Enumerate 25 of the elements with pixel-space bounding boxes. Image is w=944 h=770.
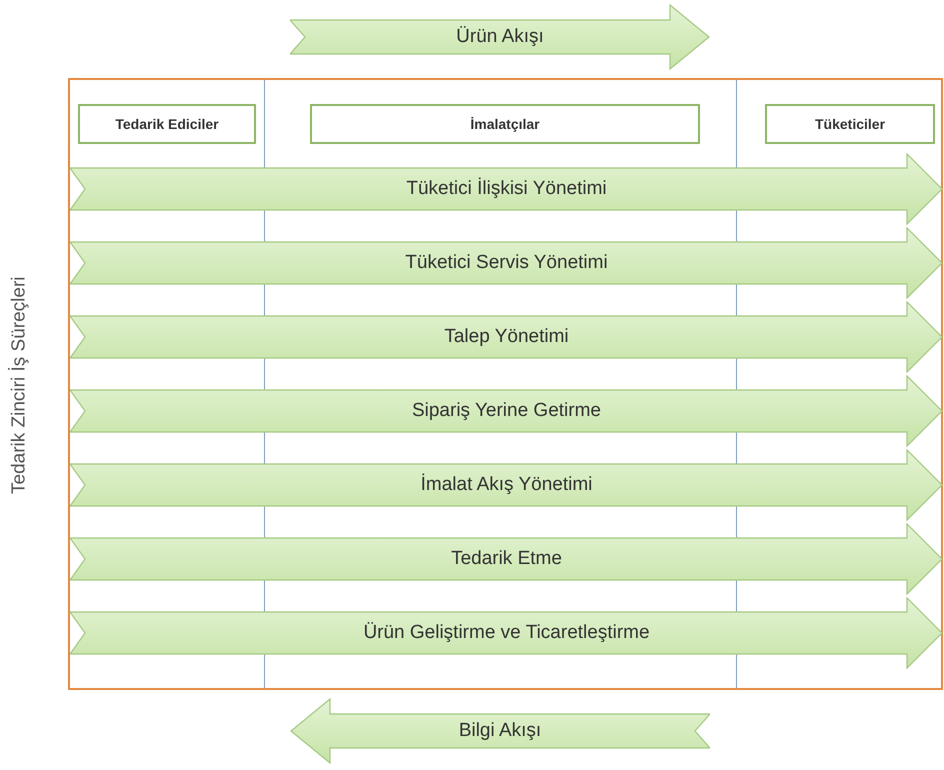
side-label: Tedarik Zinciri İş Süreçleri xyxy=(7,276,31,494)
band-label: Talep Yönetimi xyxy=(444,324,569,349)
process-band xyxy=(70,523,943,595)
band-label: İmalat Akış Yönetimi xyxy=(420,472,592,497)
column-header: İmalatçılar xyxy=(470,114,540,134)
column-header-box xyxy=(765,104,935,144)
process-band xyxy=(70,375,943,447)
process-band xyxy=(70,449,943,521)
band-label: Sipariş Yerine Getirme xyxy=(412,398,602,423)
process-band xyxy=(70,597,943,669)
process-band xyxy=(70,301,943,373)
process-band xyxy=(70,153,943,225)
column-header-box xyxy=(310,104,700,144)
band-label: Tüketici Servis Yönetimi xyxy=(405,250,608,275)
column-header: Tüketiciler xyxy=(814,114,886,134)
band-label: Ürün Geliştirme ve Ticaretleştirme xyxy=(363,620,650,645)
band-label: Tüketici İlişkisi Yönetimi xyxy=(406,176,607,201)
flow-band xyxy=(290,698,710,764)
band-label: Tedarik Etme xyxy=(451,546,562,571)
column-header-box xyxy=(78,104,256,144)
band-label: Bilgi Akışı xyxy=(458,718,542,743)
column-header: Tedarik Ediciler xyxy=(115,114,219,134)
band-label: Ürün Akışı xyxy=(456,24,544,49)
process-band xyxy=(70,227,943,299)
flow-band xyxy=(290,4,710,70)
